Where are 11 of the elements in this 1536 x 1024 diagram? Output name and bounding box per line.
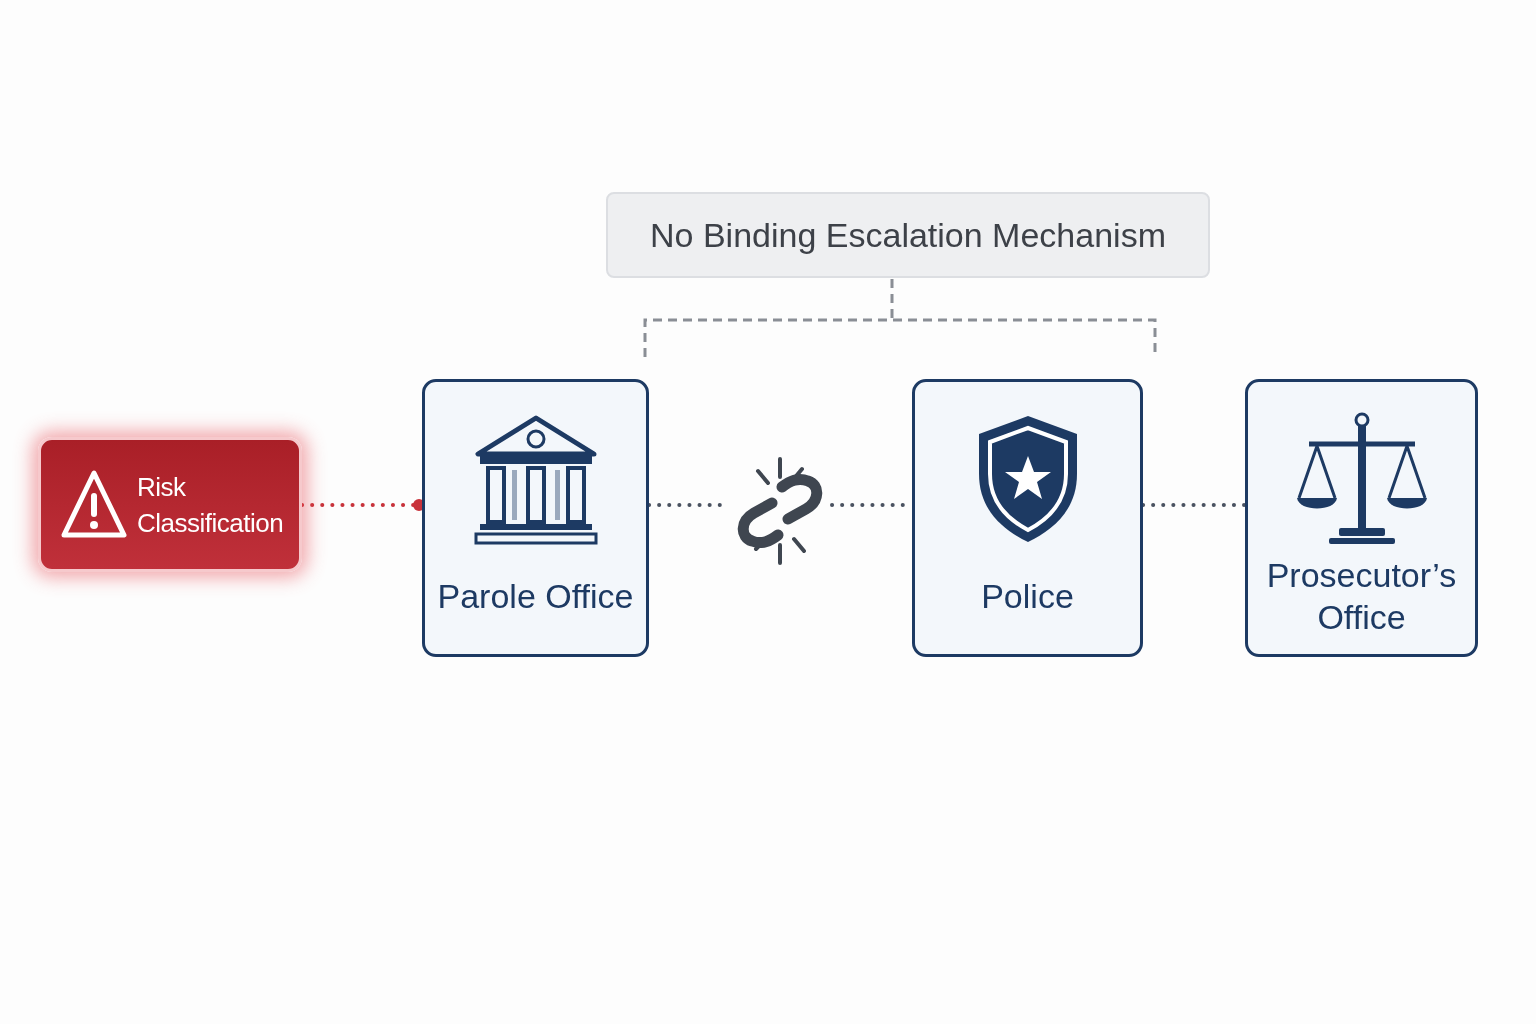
node-label: Risk Classification — [137, 470, 285, 540]
note-box — [606, 192, 1210, 278]
alert-box — [38, 437, 302, 572]
agency-box — [422, 379, 649, 657]
node-label: Prosecutor’s Office — [1265, 555, 1458, 638]
agency-box — [1245, 379, 1478, 657]
note-text: No Binding Escalation Mechanism — [650, 215, 1166, 255]
connector — [1141, 503, 1247, 507]
node-label: Police — [980, 576, 1075, 617]
node-label: Parole Office — [436, 576, 635, 617]
agency-box — [912, 379, 1143, 657]
